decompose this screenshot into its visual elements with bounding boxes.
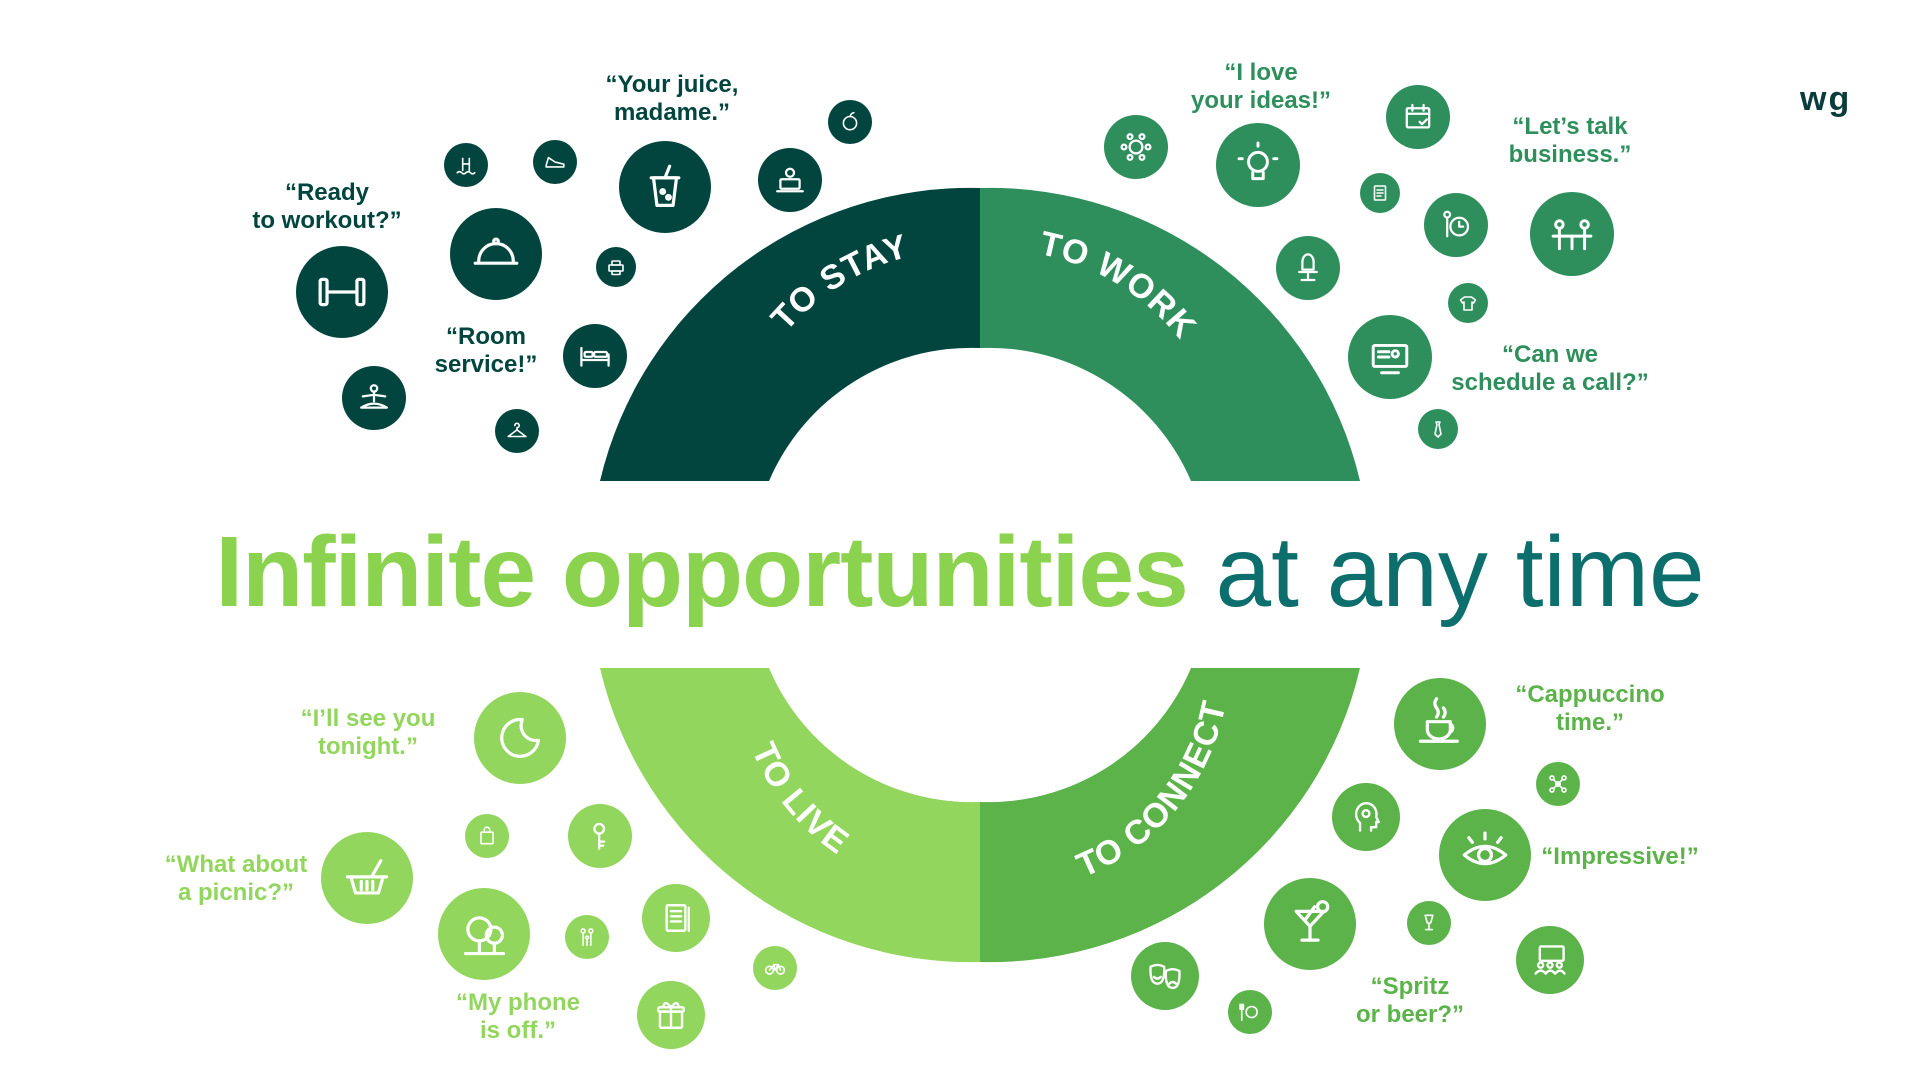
logo: wg xyxy=(1800,80,1852,118)
business-meeting-icon xyxy=(1530,192,1614,276)
segment-to-work xyxy=(980,187,1360,481)
headline-part-1: Infinite opportunities xyxy=(215,516,1188,628)
laundry-icon xyxy=(1448,283,1488,323)
quote-line: madame.” xyxy=(614,99,730,126)
quote-line: time.” xyxy=(1556,709,1624,736)
quote-line: “Room xyxy=(446,323,526,350)
dining-icon xyxy=(1228,990,1272,1034)
meeting-table-icon xyxy=(1104,115,1168,179)
shopping-bag-icon xyxy=(465,814,509,858)
icons-layer xyxy=(296,85,1614,1049)
quote-line: your ideas!” xyxy=(1191,87,1331,114)
printer-icon xyxy=(596,247,636,287)
ring xyxy=(600,187,1360,963)
lightbulb-icon xyxy=(1216,123,1300,207)
quote-line: “Impressive!” xyxy=(1541,843,1698,870)
apple-icon xyxy=(828,100,872,144)
segment-to-connect xyxy=(980,668,1360,963)
keys-icon xyxy=(568,804,632,868)
quote-line: “Can we xyxy=(1502,341,1598,368)
headline-part-2: at any time xyxy=(1215,516,1705,628)
menu-icon xyxy=(642,884,710,952)
bed-icon xyxy=(563,324,627,388)
quote-line: or beer?” xyxy=(1356,1001,1464,1028)
tie-icon xyxy=(1418,409,1458,449)
quote-line: “I’ll see you xyxy=(301,705,436,732)
bicycle-icon xyxy=(753,946,797,990)
champagne-icon xyxy=(1407,901,1451,945)
quote-line: “Let’s talk xyxy=(1512,113,1628,140)
quote-line: service!” xyxy=(435,351,538,378)
gift-icon xyxy=(637,981,705,1049)
network-icon xyxy=(1536,762,1580,806)
head-idea-icon xyxy=(1332,783,1400,851)
quote-line: “Ready xyxy=(285,179,370,206)
video-call-icon xyxy=(1348,315,1432,399)
cocktail-icon xyxy=(1264,878,1356,970)
quote-line: business.” xyxy=(1509,141,1632,168)
juice-cup-icon xyxy=(619,141,711,233)
laptop-person-icon xyxy=(758,148,822,212)
coffee-cup-icon xyxy=(1394,678,1486,770)
hanger-icon xyxy=(495,409,539,453)
quote-line: a picnic?” xyxy=(178,879,294,906)
document-icon xyxy=(1360,173,1400,213)
yoga-icon xyxy=(342,366,406,430)
segment-to-live xyxy=(600,668,980,963)
quote-line: “My phone xyxy=(456,989,580,1016)
dumbbell-icon xyxy=(296,246,388,338)
quote-line: “Your juice, xyxy=(606,71,739,98)
quote-line: “Cappuccino xyxy=(1515,681,1664,708)
sneaker-icon xyxy=(533,140,577,184)
quote-line: is off.” xyxy=(480,1017,556,1044)
picnic-basket-icon xyxy=(321,832,413,924)
presentation-icon xyxy=(1516,926,1584,994)
family-icon xyxy=(565,915,609,959)
pool-icon xyxy=(444,143,488,187)
quote-line: “What about xyxy=(165,851,308,878)
quote-line: tonight.” xyxy=(318,733,418,760)
segment-to-stay xyxy=(600,187,980,481)
quote-line: “Spritz xyxy=(1371,973,1450,1000)
quote-line: to workout?” xyxy=(252,207,401,234)
quote-11: “Impressive!” xyxy=(1541,843,1698,870)
quote-1: “Your juice,madame.” xyxy=(606,71,739,126)
quote-line: “I love xyxy=(1224,59,1297,86)
cloche-icon xyxy=(450,208,542,300)
calendar-icon xyxy=(1386,85,1450,149)
clock-person-icon xyxy=(1424,193,1488,257)
theatre-masks-icon xyxy=(1131,942,1199,1010)
headline: Infinite opportunities at any time xyxy=(0,512,1920,632)
quote-line: schedule a call?” xyxy=(1451,369,1648,396)
eye-icon xyxy=(1439,809,1531,901)
trees-icon xyxy=(438,888,530,980)
moon-icon xyxy=(474,692,566,784)
office-chair-icon xyxy=(1276,236,1340,300)
